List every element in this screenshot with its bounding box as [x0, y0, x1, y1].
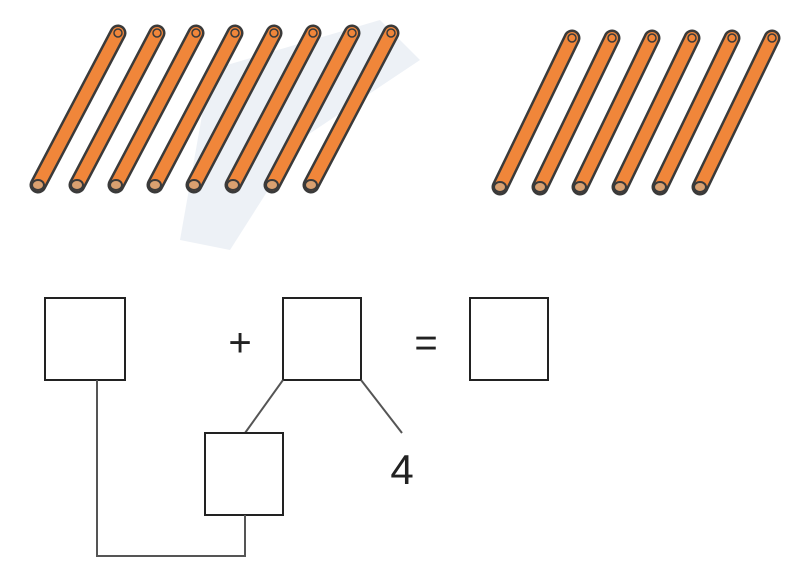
counting-stick [611, 29, 701, 196]
split-branch-right [360, 379, 403, 434]
counting-stick [571, 29, 661, 196]
counting-stick [107, 24, 205, 194]
counting-stick [146, 24, 244, 194]
counting-stick [651, 29, 741, 196]
counting-stick [224, 24, 322, 194]
second-addend-box[interactable] [282, 297, 362, 381]
bracket-connector [96, 380, 246, 557]
counting-stick [531, 29, 621, 196]
plus-sign: + [228, 321, 251, 365]
result-box[interactable] [469, 297, 549, 381]
counting-stick [263, 24, 361, 194]
split-part-box[interactable] [204, 432, 284, 516]
split-branch-left [244, 379, 284, 434]
counting-stick [691, 29, 781, 196]
counting-stick [491, 29, 581, 196]
stick-group-left [29, 24, 400, 194]
counting-stick [29, 24, 127, 194]
first-addend-box[interactable] [44, 297, 126, 381]
counting-stick [185, 24, 283, 194]
split-part-four: 4 [390, 446, 413, 493]
counting-stick [302, 24, 400, 194]
stick-group-right [491, 29, 781, 196]
counting-stick [68, 24, 166, 194]
equals-sign: = [414, 321, 437, 365]
